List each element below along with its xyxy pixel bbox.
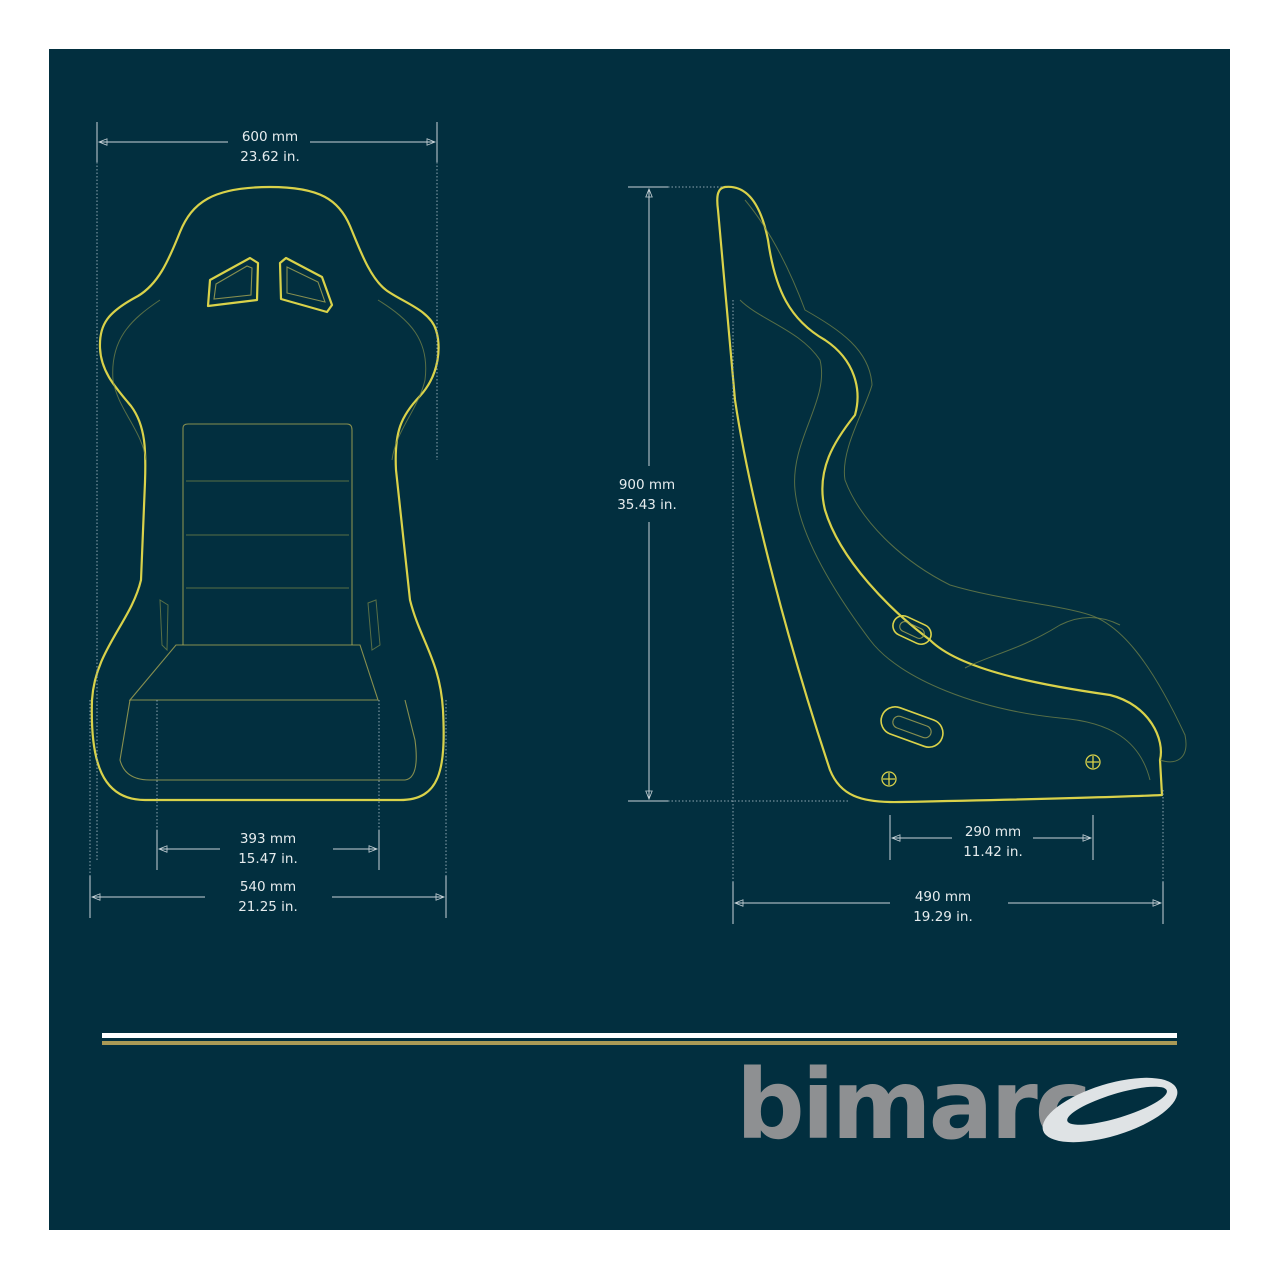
height-mm: 900 mm <box>619 477 675 493</box>
bimarco-logo: bimarc <box>736 1049 1178 1161</box>
dimension-mount-spacing: 290 mm 11.42 in. <box>889 815 1094 860</box>
mount-spacing-mm: 290 mm <box>965 824 1021 840</box>
base-width-mm: 540 mm <box>240 879 296 895</box>
top-width-mm: 600 mm <box>242 129 298 145</box>
white-stripe <box>102 1033 1177 1038</box>
dimension-base-width: 540 mm 21.25 in. <box>89 700 447 918</box>
side-view-seat <box>716 185 1187 804</box>
dimension-top-width: 600 mm 23.62 in. <box>96 122 438 860</box>
seat-width-mm: 393 mm <box>240 831 296 847</box>
logo-text: bimarc <box>736 1049 1089 1161</box>
depth-in: 19.29 in. <box>913 909 973 925</box>
base-width-in: 21.25 in. <box>238 899 298 915</box>
mount-hole-rear-icon <box>881 771 897 787</box>
dimension-height: 900 mm 35.43 in. <box>617 186 850 802</box>
logo-swoosh-icon <box>1042 1077 1178 1143</box>
dimension-depth: 490 mm 19.29 in. <box>732 300 1164 925</box>
mount-spacing-in: 11.42 in. <box>963 844 1023 860</box>
height-in: 35.43 in. <box>617 497 677 513</box>
mount-hole-front-icon <box>1085 754 1101 770</box>
dimension-seat-width: 393 mm 15.47 in. <box>156 700 380 870</box>
gold-stripe <box>102 1041 1177 1045</box>
depth-mm: 490 mm <box>915 889 971 905</box>
seat-width-in: 15.47 in. <box>238 851 298 867</box>
front-view-seat <box>90 185 445 802</box>
top-width-in: 23.62 in. <box>240 149 300 165</box>
